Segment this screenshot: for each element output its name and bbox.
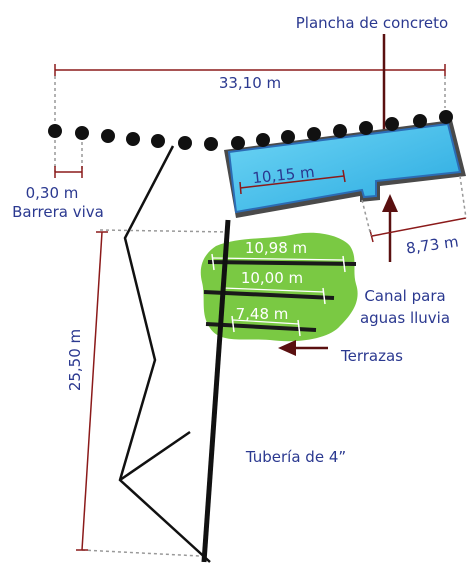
barrier-dot — [256, 133, 270, 147]
canal-arrow-head — [382, 194, 398, 212]
barrier-dot — [151, 134, 165, 148]
drainage-branch — [119, 430, 191, 482]
height-label: 25,50 m — [66, 329, 84, 391]
barrera-label: Barrera viva — [12, 203, 104, 221]
drainage-line — [118, 145, 211, 563]
terrace-3-label: 7,48 m — [236, 305, 289, 323]
barrier-dot — [178, 136, 192, 150]
pool-length-dimension — [239, 169, 346, 195]
canal-length-dimension — [361, 175, 467, 243]
terrace-1-label: 10,98 m — [245, 239, 307, 257]
barrier-dot — [439, 110, 453, 124]
terrazas-label: Terrazas — [340, 347, 403, 365]
top-width-label: 33,10 m — [219, 74, 281, 92]
terrace-2-label: 10,00 m — [241, 269, 303, 287]
barrier-dot — [231, 136, 245, 150]
tuberia-label: Tubería de 4” — [245, 448, 346, 466]
terrazas-arrow-head — [278, 340, 296, 356]
terrace-bar-3 — [205, 315, 317, 337]
main-pipe — [201, 219, 231, 563]
live-barrier-dots — [48, 110, 453, 151]
barrier-dot — [333, 124, 347, 138]
barrier-dot — [413, 114, 427, 128]
barrier-dot — [101, 129, 115, 143]
plancha-label: Plancha de concreto — [296, 14, 448, 32]
canal-label-line2: aguas lluvia — [360, 309, 450, 327]
barrier-dot — [359, 121, 373, 135]
barrier-dot — [75, 126, 89, 140]
barrier-dot — [126, 132, 140, 146]
barrier-dot — [281, 130, 295, 144]
terrace-bar-1 — [207, 253, 357, 273]
barrier-dot — [385, 117, 399, 131]
concrete-slab — [224, 120, 466, 218]
barrier-dot — [204, 137, 218, 151]
barrier-dot — [48, 124, 62, 138]
canal-label-line1: Canal para — [364, 287, 445, 305]
spacing-dimension — [54, 140, 83, 178]
barrier-dot — [307, 127, 321, 141]
spacing-label: 0,30 m — [26, 184, 79, 202]
top-width-dimension — [54, 64, 446, 125]
height-dimension — [76, 229, 231, 557]
canal-length-label: 8,73 m — [405, 232, 460, 257]
